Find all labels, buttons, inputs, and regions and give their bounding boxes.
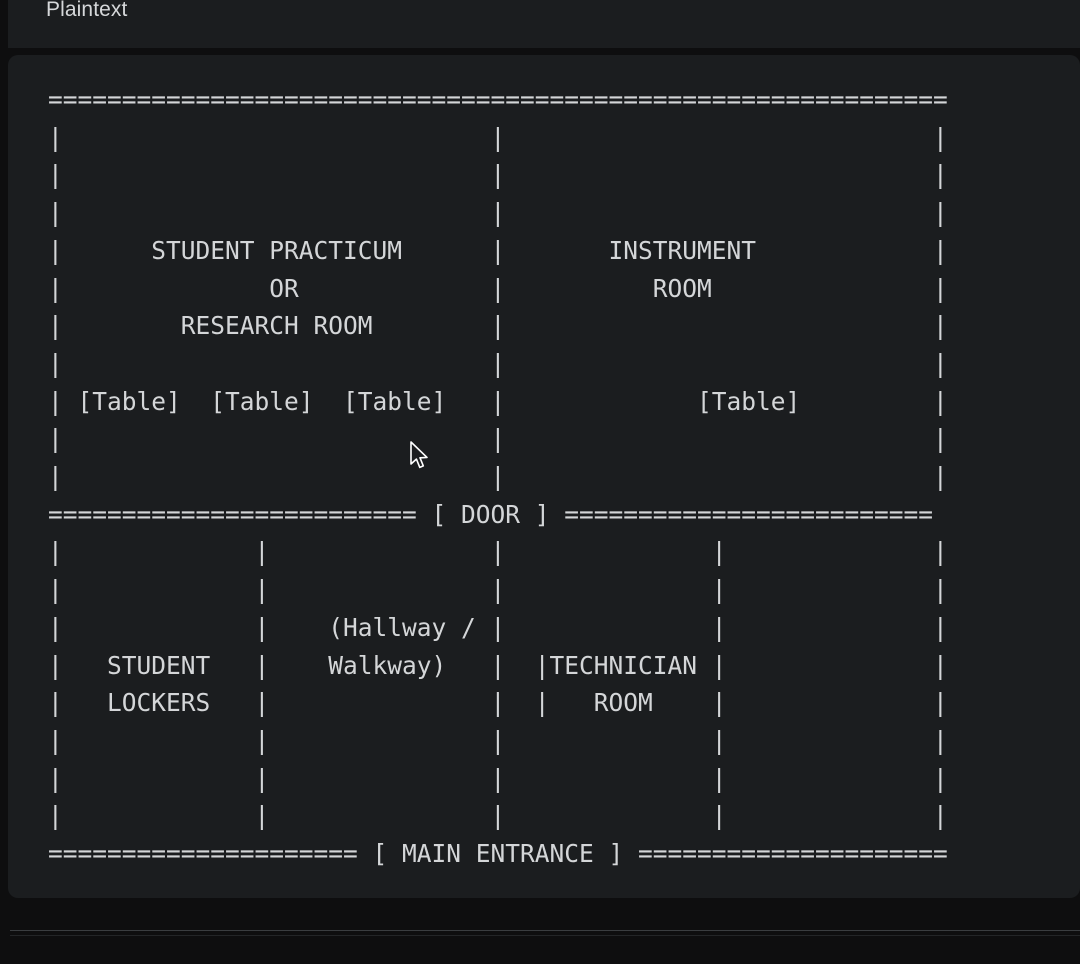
code-block-header: Plaintext: [8, 0, 1080, 48]
content-divider: [10, 930, 1080, 931]
ascii-floorplan-content: ========================================…: [48, 85, 948, 869]
code-language-label: Plaintext: [46, 0, 128, 21]
content-divider-shadow: [10, 935, 1080, 936]
code-block-panel[interactable]: ========================================…: [8, 55, 1080, 898]
